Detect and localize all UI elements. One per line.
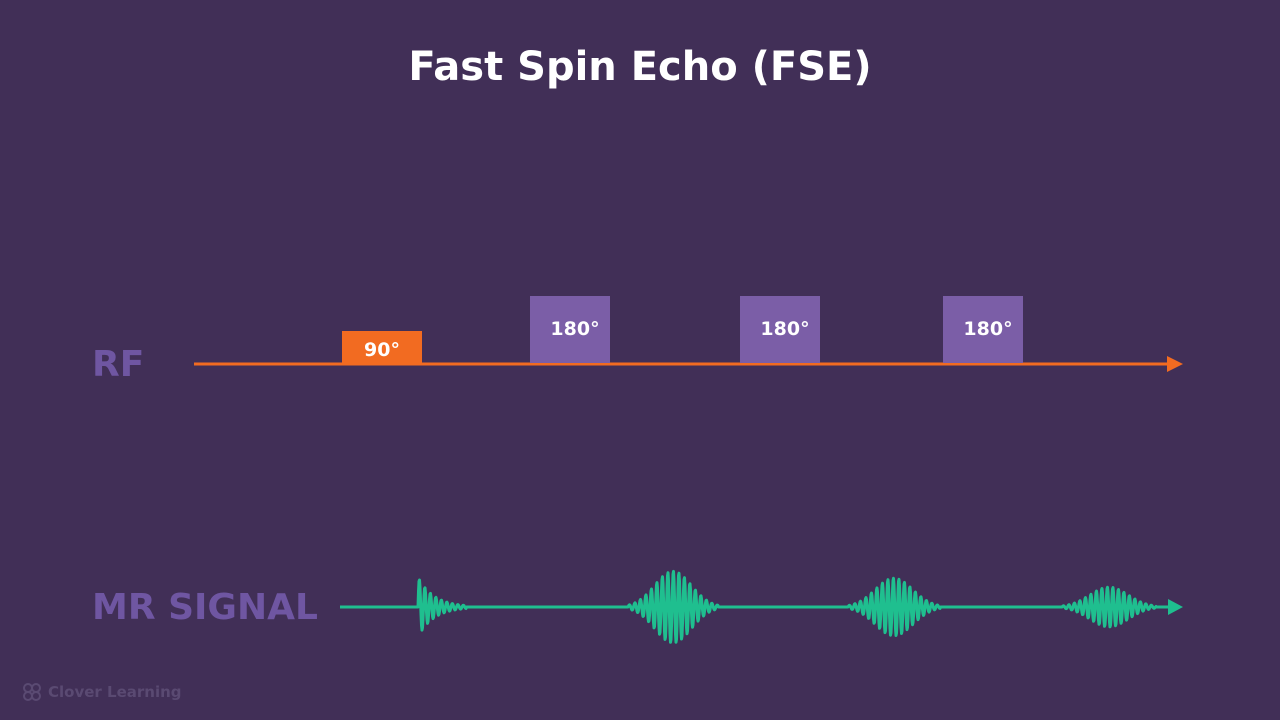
pulse-90: 90° <box>342 331 422 364</box>
pulse-label: 180° <box>550 318 599 340</box>
pulse-180-3: 180° <box>943 296 1023 363</box>
mr-signal-waveform <box>339 569 1169 644</box>
pulse-label: 180° <box>963 318 1012 340</box>
pulse-180-1: 180° <box>530 296 610 363</box>
page-title: Fast Spin Echo (FSE) <box>408 44 872 90</box>
pulse-label: 90° <box>364 339 400 361</box>
signal-axis-arrow-icon <box>1168 599 1183 615</box>
brand-name: Clover Learning <box>48 683 182 701</box>
rf-label: RF <box>92 344 145 385</box>
rf-axis-arrow-icon <box>1167 356 1183 372</box>
clover-icon <box>23 683 41 701</box>
clover-learning-logo: Clover Learning <box>22 682 182 702</box>
pulse-180-2: 180° <box>740 296 820 363</box>
mr-signal-label: MR SIGNAL <box>92 587 318 628</box>
pulse-label: 180° <box>760 318 809 340</box>
